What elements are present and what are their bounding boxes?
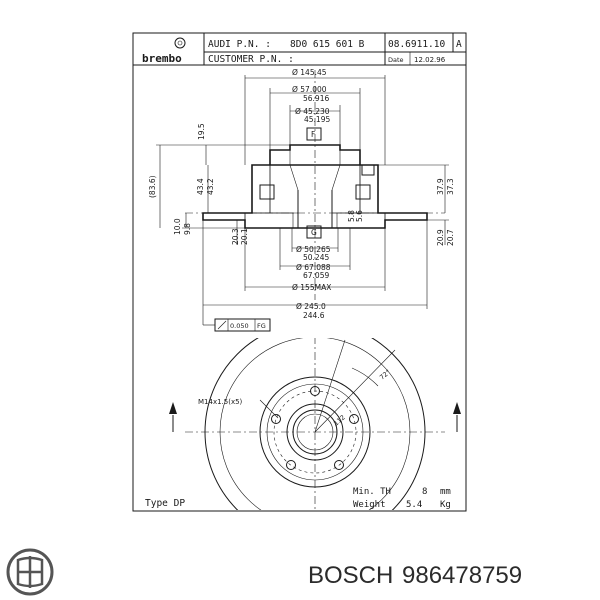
dim-r37b: 37.3	[446, 178, 455, 195]
dim-h5b: 5.6	[355, 210, 364, 222]
dim-d57a: Ø 57.000	[292, 85, 327, 94]
brembo-logo-text: brembo	[142, 52, 182, 65]
datum-f: F	[311, 130, 315, 139]
dim-d57b: 56.916	[303, 94, 329, 103]
bolt-hole-4	[286, 460, 296, 470]
brembo-logo-icon	[174, 37, 186, 49]
dim-h20b: 20.1	[240, 228, 249, 245]
dim-h19: 19.5	[197, 123, 206, 140]
audi-pn-label: AUDI P.N. :	[208, 39, 271, 50]
dim-d245a: Ø 245.0	[296, 302, 326, 311]
footer-brand: BOSCH	[308, 562, 393, 589]
bolt-hole-3	[334, 460, 344, 470]
dim-h20a: 20.3	[231, 228, 240, 245]
tol-ref: FG	[257, 322, 266, 330]
dim-h10a: 10.0	[173, 218, 182, 235]
bosch-logo-icon	[6, 548, 54, 596]
tol-value: 0.050	[230, 322, 249, 330]
footer-part-code: 986478759	[402, 562, 522, 589]
customer-pn-label: CUSTOMER P.N. :	[208, 54, 294, 65]
revision: A	[456, 39, 462, 50]
dim-d45a: Ø 45.230	[295, 107, 330, 116]
bolt-hole-2	[349, 414, 359, 424]
dim-h83: (83.6)	[148, 175, 157, 198]
weight-label: Weight	[353, 500, 386, 510]
date-value: 12.02.96	[414, 56, 446, 64]
dim-h5a: 5.8	[347, 210, 356, 222]
datum-g: G	[311, 228, 317, 237]
datum-g-box	[306, 225, 322, 239]
weight-value: 5.4	[406, 500, 422, 510]
title-block: brembo AUDI P.N. : 8D0 615 601 B 08.6911…	[132, 32, 467, 66]
part-number: 08.6911.10	[388, 39, 445, 50]
dim-r20b: 20.7	[446, 229, 455, 246]
dim-d155: Ø 155MAX	[292, 283, 331, 292]
dim-d67a: Ø 67.088	[296, 263, 331, 272]
tolerance-frame	[214, 318, 271, 332]
dim-d145: Ø 145.45	[292, 68, 327, 77]
min-th-unit: mm	[440, 487, 451, 497]
weight-unit: Kg	[440, 500, 451, 510]
audi-pn-value: 8D0 615 601 B	[290, 39, 365, 50]
datum-f-box	[306, 127, 322, 141]
date-label: Date	[388, 56, 404, 64]
dim-r20a: 20.9	[436, 229, 445, 246]
min-th-label: Min. TH	[353, 487, 391, 497]
pcd-label: 112	[332, 413, 347, 427]
min-th-value: 8	[422, 487, 427, 497]
dim-d67b: 67.059	[303, 271, 329, 280]
dim-d50a: Ø 50.265	[296, 245, 331, 254]
dim-d245b: 244.6	[303, 311, 325, 320]
bolt-hole-5	[271, 414, 281, 424]
dim-h10b: 9.8	[183, 223, 192, 235]
dim-h43a: 43.4	[196, 178, 205, 195]
dim-r37a: 37.9	[436, 178, 445, 195]
dim-d45b: 45.195	[304, 115, 330, 124]
thread-label: M14x1.5(x5)	[198, 398, 243, 406]
section-view: F G Ø 145.45 Ø 57.000 56.916 Ø 45.230 45…	[148, 68, 455, 332]
angle-label: 72°	[378, 368, 392, 382]
type-label: Type DP	[145, 498, 185, 509]
dim-d50b: 50.245	[303, 253, 329, 262]
dim-h43b: 43.2	[206, 178, 215, 195]
flatness-icon	[217, 320, 227, 330]
sheet-frame	[132, 32, 467, 512]
